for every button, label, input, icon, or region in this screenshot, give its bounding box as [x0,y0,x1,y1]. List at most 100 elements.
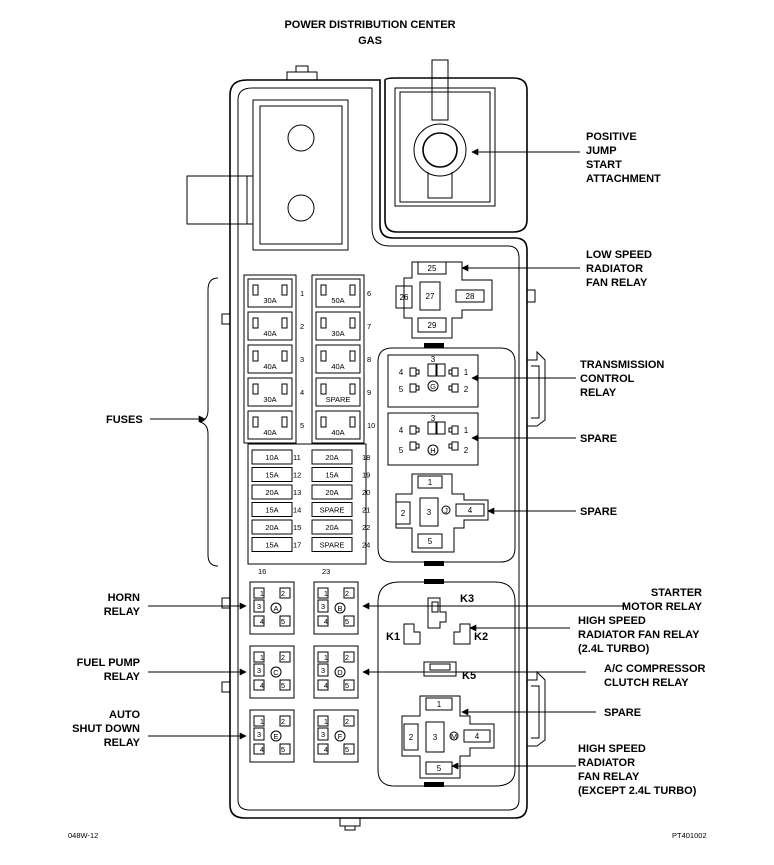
fuse-terminal [281,416,288,428]
mini-fuse-number: 19 [362,471,370,480]
mini-fuse-rating: SPARE [320,541,345,550]
relay-g-pin-5: 5 [399,385,404,394]
pin-26: 26 [400,293,409,302]
fuse-label-16: 16 [258,567,266,576]
maxi-fuse-rating: 40A [331,428,344,437]
mini-fuse [311,449,353,465]
mini-fuse [311,537,353,552]
callout-horn: RELAY [104,606,141,618]
maxi-fuse-number: 8 [367,355,371,364]
label-k3: K3 [460,593,474,605]
fuse-terminal [349,284,356,296]
label-k2: K2 [474,631,488,643]
footer-right-code: PT401002 [672,831,707,840]
callout-high-speed-except: HIGH SPEED [578,743,646,755]
fuse-terminal [320,317,327,329]
relay-id: E [273,732,278,741]
relay-pin: 2 [281,589,285,598]
leader-lines [148,148,626,770]
relay-m-pin-3: 3 [433,733,438,742]
relay-g-pin-1: 1 [464,368,469,377]
relay-pin: 5 [281,617,285,626]
mini-fuse [251,449,293,465]
relay-pin: 2 [345,589,349,598]
mini-fuse-rating: 15A [265,541,278,550]
relay-g-pin-2: 2 [464,385,469,394]
mini-fuse [251,519,293,535]
relay-id: D [337,668,343,677]
relay-id: F [338,732,343,741]
relay-pin: 5 [345,681,349,690]
relay-h: 3 4 1 5 2 H [387,412,479,466]
maxi-fuse-number: 1 [300,289,304,298]
callout-low-speed-fan: RADIATOR [586,263,643,275]
maxi-fuse-number: 7 [367,322,371,331]
relay-pin: 1 [260,717,264,726]
relay-j-pin-2: 2 [401,509,406,518]
relay-pin: 4 [324,745,328,754]
relay-m-pin-1: 1 [437,700,442,709]
callout-fuel-pump: RELAY [104,671,141,683]
maxi-fuse-block: 30A140A240A330A440A550A630A740A8SPARE940… [243,274,375,444]
mini-fuse [311,502,353,517]
fuse-terminal [281,317,288,329]
jump-start-stud [394,59,496,207]
mini-fuse-number: 21 [362,506,370,515]
maxi-fuse-number: 6 [367,289,371,298]
mini-fuse-rating: SPARE [320,506,345,515]
fuse-terminal [252,317,259,329]
mini-fuse-rating: 15A [265,506,278,515]
fuse-terminal [281,284,288,296]
pin-28: 28 [466,292,475,301]
callout-fuel-pump: FUEL PUMP [77,657,140,669]
maxi-fuse-rating: 30A [331,329,344,338]
fuse-terminal [320,284,327,296]
callout-spare-m: SPARE [604,707,641,719]
callout-starter: STARTER [651,587,702,599]
relay-pin: 2 [281,717,285,726]
relay-pin: 1 [324,589,328,598]
callout-high-speed-except: (EXCEPT 2.4L TURBO) [578,785,697,797]
mini-fuse-rating: 20A [265,523,278,532]
callout-positive-jump: JUMP [586,145,617,157]
mini-fuse-number: 11 [293,453,301,462]
callout-high-speed-turbo: (2.4L TURBO) [578,643,650,655]
fuse-terminal [320,416,327,428]
relay-h-id: H [430,446,435,455]
fuse-terminal [349,317,356,329]
relay-pin: 5 [345,745,349,754]
relay-id: B [337,604,342,613]
relay-h-pin-2: 2 [464,446,469,455]
maxi-fuse [315,311,361,341]
mini-fuse [311,519,353,535]
fuse-terminal [320,383,327,395]
maxi-fuse-rating: 40A [263,362,276,371]
mini-fuse-rating: 15A [325,471,338,480]
upper-terminal-block [186,99,349,251]
low-speed-fan-relay: 25 26 27 28 29 [395,261,493,339]
pin-29: 29 [428,321,437,330]
callout-low-speed-fan: FAN RELAY [586,277,648,289]
label-k1: K1 [386,631,400,643]
maxi-fuse-number: 3 [300,355,304,364]
diagram-subtitle: GAS [358,35,382,47]
relay-pin: 3 [257,730,261,739]
relay-id: A [273,604,278,613]
maxi-fuse-number: 4 [300,388,304,397]
footer-left-code: 048W-12 [68,831,98,840]
relay-h-pin-1: 1 [464,426,469,435]
relay-h-pin-5: 5 [399,446,404,455]
maxi-fuse-rating: 40A [331,362,344,371]
relay-g-pin-3: 3 [431,355,436,364]
relay-pin: 4 [324,681,328,690]
maxi-fuse-rating: 30A [263,395,276,404]
fuse-terminal [252,284,259,296]
callout-auto-shutdown: AUTO [109,709,140,721]
relay-m-pin-5: 5 [437,764,442,773]
maxi-fuse-rating: 30A [263,296,276,305]
fuse-terminal [320,350,327,362]
mini-fuse-rating: 10A [265,453,278,462]
